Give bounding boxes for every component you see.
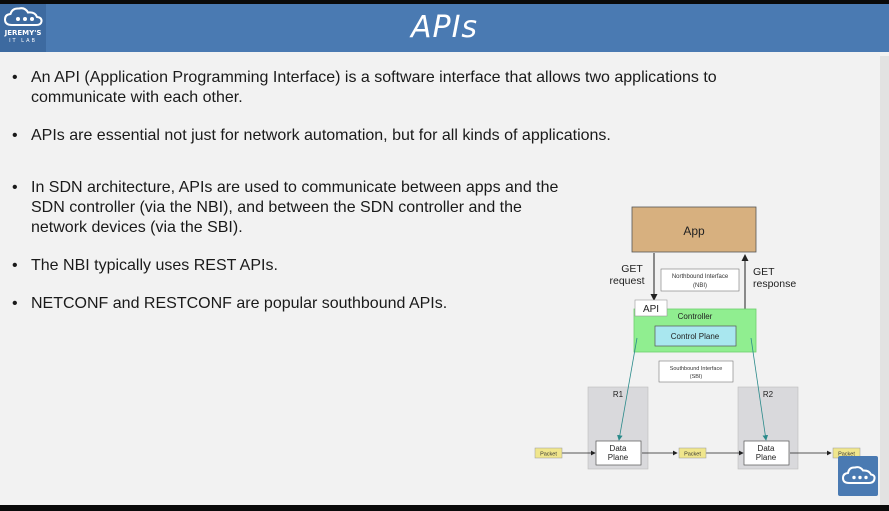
bottom-bar <box>0 505 889 511</box>
packet-2 <box>678 447 707 459</box>
data-plane-r1-label-2: Plane <box>608 453 629 462</box>
get-request-label-2: request <box>609 275 644 287</box>
sbi-box <box>658 360 734 383</box>
app-label: App <box>683 224 705 238</box>
slide: JEREMY'S IT LAB APIs An API (Application… <box>0 4 889 505</box>
logo-text: JEREMY'S <box>4 29 42 37</box>
control-plane-box <box>654 325 737 347</box>
data-plane-r1-label: Data <box>610 444 627 453</box>
sbi-label-2: (SBI) <box>690 374 703 380</box>
get-response-label-2: response <box>753 278 796 290</box>
nbi-label: Northbound Interface <box>672 274 729 280</box>
control-plane-label: Control Plane <box>671 332 720 341</box>
router-r1-label: R1 <box>613 390 624 399</box>
bullet-item: APIs are essential not just for network … <box>12 126 812 146</box>
corner-logo <box>838 456 878 496</box>
bullet-item: The NBI typically uses REST APIs. <box>12 256 572 276</box>
bullet-item: In SDN architecture, APIs are used to co… <box>12 178 572 238</box>
bullet-list-essential: APIs are essential not just for network … <box>12 126 812 146</box>
jeremys-it-lab-logo: JEREMY'S IT LAB <box>0 4 46 52</box>
get-request-label: GET <box>621 263 643 275</box>
cloud-icon <box>3 7 43 26</box>
nbi-label-2: (NBI) <box>693 283 707 289</box>
nbi-box <box>660 268 740 292</box>
bullet-list-sdn: In SDN architecture, APIs are used to co… <box>12 178 572 332</box>
data-plane-r2 <box>743 440 790 466</box>
controller-label: Controller <box>678 312 713 321</box>
router-r2-label: R2 <box>763 390 774 399</box>
bullet-item: An API (Application Programming Interfac… <box>12 68 812 108</box>
sbi-arrow-r2 <box>750 337 769 441</box>
bullet-list-intro: An API (Application Programming Interfac… <box>12 68 812 108</box>
sbi-arrow-r1 <box>617 337 638 441</box>
sbi-label: Southbound Interface <box>670 366 723 372</box>
packet-2-label: Packet <box>684 452 701 458</box>
api-label: API <box>643 304 659 315</box>
data-plane-r1 <box>595 440 642 466</box>
sdn-diagram: App GET request GET response Northbound … <box>534 206 861 470</box>
title-bar: JEREMY'S IT LAB APIs <box>0 4 889 52</box>
packet-3-label: Packet <box>838 452 855 458</box>
packet-1 <box>534 447 563 459</box>
slide-title: APIs <box>410 10 479 45</box>
logo-subtext: IT LAB <box>9 38 37 44</box>
bullet-item: NETCONF and RESTCONF are popular southbo… <box>12 294 572 314</box>
packet-1-label: Packet <box>540 452 557 458</box>
scrollbar[interactable] <box>880 56 889 505</box>
data-plane-r2-label: Data <box>758 444 775 453</box>
data-plane-r2-label-2: Plane <box>756 453 777 462</box>
cloud-icon <box>841 466 876 484</box>
get-response-label: GET <box>753 266 775 278</box>
app-box <box>631 206 757 253</box>
api-box <box>634 299 668 317</box>
